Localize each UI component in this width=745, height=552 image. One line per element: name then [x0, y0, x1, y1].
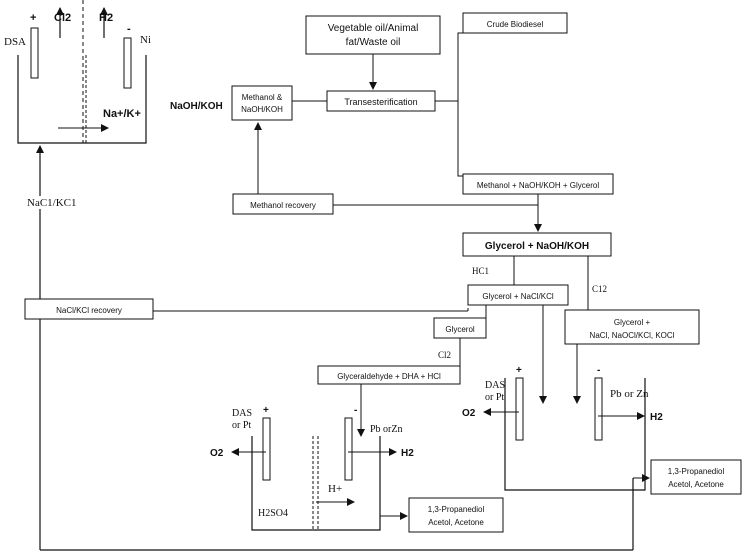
h2-top-label: H2: [99, 12, 113, 24]
svg-text:Methanol + NaOH/KOH + Glycerol: Methanol + NaOH/KOH + Glycerol: [477, 181, 599, 190]
svg-text:NaOH/KOH: NaOH/KOH: [241, 105, 283, 114]
transesterification-box: Transesterification: [326, 90, 436, 112]
svg-text:NaCl, NaOCl/KCl, KOCl: NaCl, NaOCl/KCl, KOCl: [590, 331, 675, 340]
bottom-anode-electrode: [262, 417, 271, 481]
chlor-alkali-cell: DSA + Cl2 H2 - Ni Na+/K+ NaOH/KOH: [4, 0, 223, 144]
glycerol-nacl-box: Glycerol + NaCl/KCl: [467, 284, 569, 306]
glycerol-base-box: Glycerol + NaOH/KOH: [462, 232, 612, 257]
right-pb-zn-label: Pb or Zn: [610, 388, 649, 400]
nacl-kcl-feed-label: NaC1/KC1: [27, 197, 77, 209]
svg-text:Glycerol: Glycerol: [445, 325, 475, 334]
svg-text:1,3-Propanediol: 1,3-Propanediol: [668, 467, 725, 476]
svg-text:NaCl/KCl recovery: NaCl/KCl recovery: [56, 306, 122, 315]
bottom-o2-label: O2: [210, 448, 224, 459]
right-electrolysis-cell: + - DAS or Pt Pb or Zn O2 H2: [462, 365, 663, 491]
glyceraldehyde-box: Glyceraldehyde + DHA + HCl: [317, 365, 461, 385]
hcl-label: HC1: [472, 266, 489, 276]
bottom-das-label: DAS: [232, 408, 252, 419]
right-das-label: DAS: [485, 380, 505, 391]
cathode-minus-label: -: [127, 23, 131, 35]
svg-text:+: +: [263, 405, 269, 416]
h-plus-label: H+: [328, 483, 342, 495]
svg-text:-: -: [597, 365, 600, 376]
glycerol-oxidants-box: Glycerol + NaCl, NaOCl/KCl, KOCl: [564, 309, 700, 345]
bottom-cathode-electrode: [344, 417, 353, 481]
products-right-box: 1,3-Propanediol Acetol, Acetone: [650, 459, 742, 495]
right-h2-label: H2: [650, 412, 663, 423]
bottom-h2-label: H2: [401, 448, 414, 459]
svg-text:+: +: [516, 365, 522, 376]
bottom-electrolysis-cell: + - DAS or Pt Pb orZn O2 H2 H+ H2SO4: [210, 405, 414, 531]
right-cathode-electrode: [594, 377, 603, 441]
svg-text:Methanol recovery: Methanol recovery: [250, 201, 316, 210]
svg-text:Acetol, Acetone: Acetol, Acetone: [668, 480, 724, 489]
svg-text:Glycerol + NaOH/KOH: Glycerol + NaOH/KOH: [485, 241, 589, 252]
cl2-label: Cl2: [54, 12, 71, 24]
svg-text:Methanol &: Methanol &: [242, 93, 283, 102]
svg-text:or Pt: or Pt: [485, 392, 504, 403]
right-anode-electrode: [515, 377, 524, 441]
glycerol-box: Glycerol: [433, 317, 487, 339]
naoh-koh-label: NaOH/KOH: [170, 101, 223, 112]
dsa-label: DSA: [4, 36, 26, 48]
svg-text:Crude Biodiesel: Crude Biodiesel: [487, 20, 544, 29]
crude-biodiesel-box: Crude Biodiesel: [462, 12, 568, 34]
methanol-recovery-box: Methanol recovery: [232, 193, 334, 215]
nacl-feed-loop: NaC1/KC1: [25, 145, 634, 551]
svg-text:Transesterification: Transesterification: [344, 97, 417, 107]
ni-label: Ni: [140, 34, 151, 46]
methanol-mix-box: Methanol + NaOH/KOH + Glycerol: [462, 173, 614, 195]
svg-text:-: -: [354, 405, 357, 416]
svg-text:Glycerol +: Glycerol +: [614, 318, 651, 327]
right-o2-label: O2: [462, 408, 476, 419]
anode-electrode: [30, 27, 39, 79]
cl2-branch-label: C12: [592, 284, 607, 294]
cl2-low-label: Cl2: [438, 350, 451, 360]
feedstock-box: Vegetable oil/Animal fat/Waste oil: [305, 15, 441, 55]
products-bottom-box: 1,3-Propanediol Acetol, Acetone: [408, 497, 504, 533]
svg-text:Glycerol + NaCl/KCl: Glycerol + NaCl/KCl: [482, 292, 554, 301]
svg-text:fat/Waste oil: fat/Waste oil: [346, 37, 401, 48]
svg-text:Vegetable oil/Animal: Vegetable oil/Animal: [328, 23, 419, 34]
anode-plus-label: +: [30, 12, 36, 24]
nacl-recovery-box: NaCl/KCl recovery: [24, 298, 154, 320]
bottom-pb-zn-label: Pb orZn: [370, 424, 403, 435]
h2so4-label: H2SO4: [258, 508, 288, 519]
svg-text:1,3-Propanediol: 1,3-Propanediol: [428, 505, 485, 514]
svg-text:Acetol, Acetone: Acetol, Acetone: [428, 518, 484, 527]
cathode-electrode: [123, 37, 132, 89]
na-k-label: Na+/K+: [103, 108, 141, 120]
svg-text:or Pt: or Pt: [232, 420, 251, 431]
methanol-catalyst-box: Methanol & NaOH/KOH: [231, 85, 293, 121]
svg-text:Glyceraldehyde + DHA + HCl: Glyceraldehyde + DHA + HCl: [337, 372, 441, 381]
